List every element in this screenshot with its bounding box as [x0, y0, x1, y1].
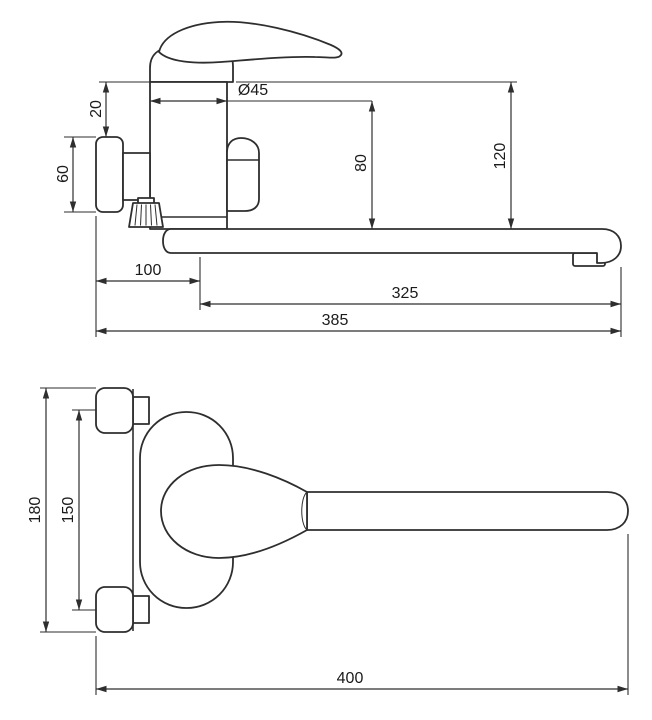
- knurl-line: [140, 204, 142, 226]
- wall-connector: [122, 152, 151, 201]
- dim-label-20: 20: [88, 100, 105, 118]
- wall-flange: [95, 136, 124, 213]
- dim-spout-reach: 325: [200, 267, 622, 337]
- dim-label-400: 400: [337, 670, 364, 687]
- dim-label-180: 180: [27, 497, 44, 524]
- spout: [162, 228, 622, 264]
- knurl-line: [154, 204, 158, 226]
- dim-label-150: 150: [60, 497, 77, 524]
- handle-joint-line: [301, 491, 308, 531]
- dim-cap-to-flange: 20: [88, 81, 150, 137]
- dim-label-325: 325: [392, 285, 419, 302]
- faucet-plan-profile: [95, 387, 629, 633]
- dim-flange-height: 60: [55, 136, 96, 213]
- dim-body-to-spout: 80: [353, 101, 376, 229]
- dim-label-120: 120: [492, 143, 509, 170]
- dim-reach-overall: 385: [96, 312, 621, 335]
- dim-label-d45: Ø45: [238, 82, 268, 99]
- escutcheon-bottom: [95, 586, 134, 633]
- faucet-side-profile: [95, 20, 622, 267]
- side-view: 20 60 Ø45 80 120: [55, 20, 622, 337]
- handle-plan: [160, 464, 308, 559]
- dim-label-80: 80: [353, 154, 370, 172]
- escutcheon-top: [95, 387, 134, 434]
- dim-flange-outer-span: 180: [27, 387, 96, 633]
- dim-length-overall: 400: [95, 534, 629, 695]
- faucet-body: [149, 81, 228, 230]
- dim-body-diameter: Ø45: [150, 82, 372, 105]
- diverter-housing: [226, 137, 260, 212]
- dim-label-100: 100: [135, 262, 162, 279]
- mount-connector-bottom: [132, 595, 150, 624]
- dim-label-385: 385: [322, 312, 349, 329]
- dim-height-overall: 120: [236, 81, 517, 229]
- knurl-line: [150, 204, 152, 226]
- plan-view: 180 150 400: [27, 387, 629, 695]
- diverter-knurling: [134, 204, 158, 226]
- dim-label-60: 60: [55, 165, 72, 183]
- knurl-line: [134, 204, 138, 226]
- dim-mount-centers: 150: [60, 409, 96, 611]
- lever-handle: [158, 20, 343, 64]
- spout-plan: [306, 491, 629, 531]
- mount-connector-top: [132, 396, 150, 425]
